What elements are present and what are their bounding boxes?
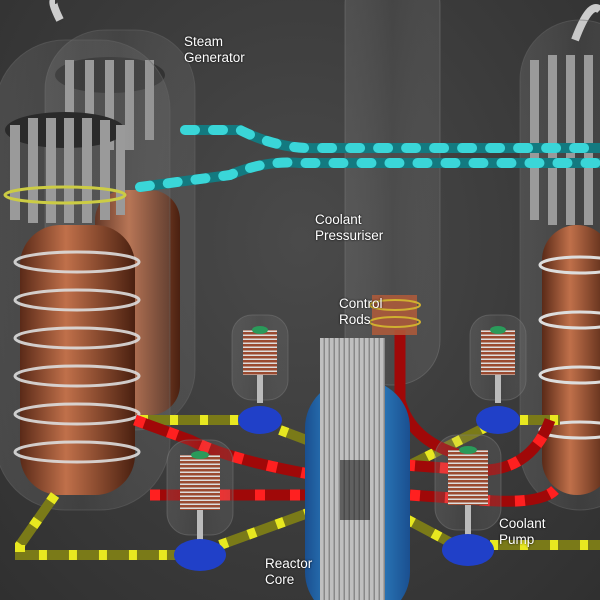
label-coolant-pressuriser: Coolant Pressuriser bbox=[315, 212, 383, 244]
reactor-core bbox=[320, 338, 385, 600]
label-line: Coolant bbox=[499, 516, 546, 531]
label-line: Control bbox=[339, 296, 383, 311]
steam-generator-front bbox=[0, 39, 171, 511]
coolant-pressuriser bbox=[344, 0, 441, 386]
label-reactor-core: Reactor Core bbox=[265, 556, 312, 588]
steam-generator-right bbox=[519, 4, 600, 511]
coolant-pumps bbox=[166, 314, 527, 571]
label-line: Generator bbox=[184, 50, 245, 65]
label-line: Reactor bbox=[265, 556, 313, 571]
label-line: Rods bbox=[339, 312, 371, 327]
label-line: Core bbox=[265, 572, 295, 587]
label-line: Pressuriser bbox=[315, 228, 384, 243]
label-line: Pump bbox=[499, 532, 535, 547]
label-steam-generator: Steam Generator bbox=[184, 34, 245, 66]
label-control-rods: Control Rods bbox=[339, 296, 383, 328]
label-coolant-pump: Coolant Pump bbox=[499, 516, 546, 548]
label-line: Steam bbox=[184, 34, 224, 49]
control-rods bbox=[369, 295, 421, 335]
label-line: Coolant bbox=[315, 212, 362, 227]
steam-lines bbox=[135, 125, 600, 192]
